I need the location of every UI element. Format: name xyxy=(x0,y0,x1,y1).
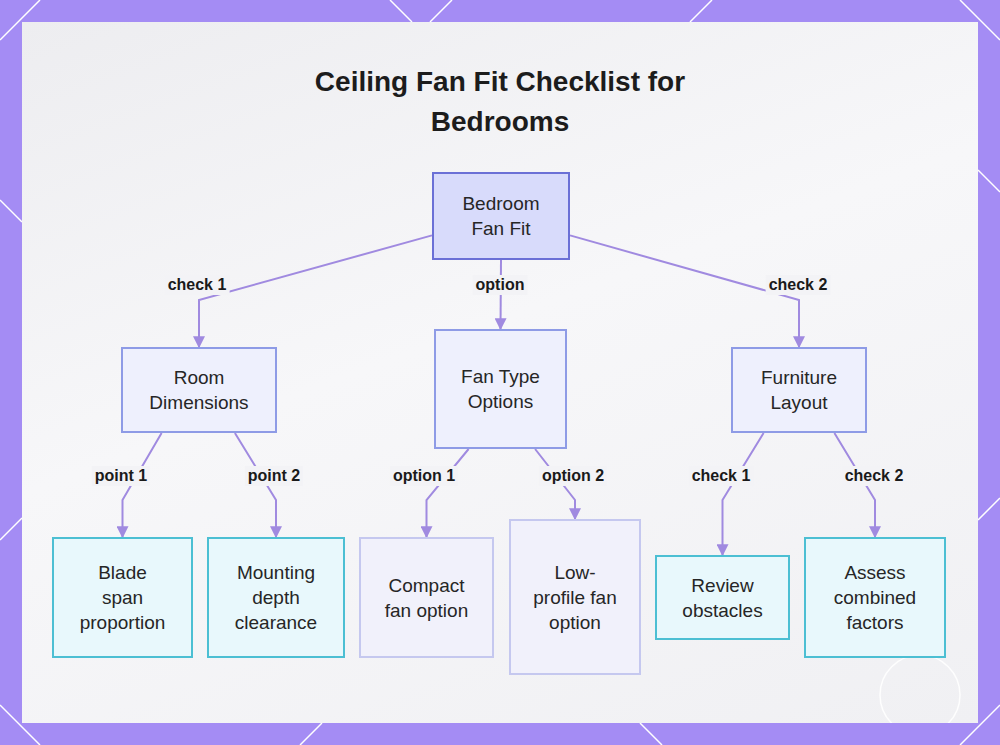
option-box: Low-profile fan option xyxy=(509,519,641,675)
edge-label: option 1 xyxy=(390,466,458,486)
edge-label: check 1 xyxy=(165,275,230,295)
text-holder: Bedroom Fan Fit xyxy=(451,191,551,241)
text-holder: Blade span proportion xyxy=(77,560,169,635)
connector xyxy=(723,433,764,555)
frame-line xyxy=(690,0,712,22)
connector xyxy=(570,235,799,347)
edge-label: check 2 xyxy=(842,466,907,486)
edge-label: check 2 xyxy=(766,275,831,295)
frame-line xyxy=(978,170,1000,192)
category-box: Furniture Layout xyxy=(731,347,867,433)
text-holder: Furniture Layout xyxy=(749,365,849,415)
watermark-circle xyxy=(880,655,960,723)
node-text: Low-profile fan option xyxy=(529,560,621,635)
check-box: Review obstacles xyxy=(655,555,790,640)
check-box: Blade span proportion xyxy=(52,537,193,658)
node-text: Mounting depth clearance xyxy=(221,560,331,635)
text-holder: Assess combined factors xyxy=(820,560,930,635)
text-holder: Room Dimensions xyxy=(139,365,259,415)
edge-label: option xyxy=(473,275,528,295)
frame-line xyxy=(430,0,452,22)
option-box: Compact fan option xyxy=(359,537,494,658)
node-text: Bedroom Fan Fit xyxy=(451,191,551,241)
node-text: Compact fan option xyxy=(377,573,477,623)
category-box: Room Dimensions xyxy=(121,347,277,433)
frame-line xyxy=(300,723,322,745)
frame-line xyxy=(978,498,1000,520)
root-box: Bedroom Fan Fit xyxy=(432,172,570,260)
frame-line xyxy=(0,518,22,540)
text-holder: Review obstacles xyxy=(668,573,778,623)
node-text: Fan Type Options xyxy=(446,364,556,414)
check-box: Mounting depth clearance xyxy=(207,537,345,658)
check-box: Assess combined factors xyxy=(804,537,946,658)
node-text: Assess combined factors xyxy=(820,560,930,635)
frame-line xyxy=(390,0,412,22)
frame-line xyxy=(0,200,22,222)
edge-label: point 1 xyxy=(92,466,150,486)
text-holder: Fan Type Options xyxy=(446,364,556,414)
connector xyxy=(427,449,469,537)
node-text: Blade span proportion xyxy=(77,560,169,635)
frame-line xyxy=(640,723,662,745)
node-text: Review obstacles xyxy=(668,573,778,623)
connector xyxy=(199,235,432,347)
text-holder: Mounting depth clearance xyxy=(221,560,331,635)
diagram-title: Ceiling Fan Fit Checklist for Bedrooms xyxy=(280,62,720,142)
node-text: Room Dimensions xyxy=(139,365,259,415)
text-holder: Compact fan option xyxy=(377,573,477,623)
node-text: Furniture Layout xyxy=(749,365,849,415)
edge-label: check 1 xyxy=(689,466,754,486)
text-holder: Low-profile fan option xyxy=(529,560,621,635)
edge-label: option 2 xyxy=(539,466,607,486)
category-box: Fan Type Options xyxy=(434,329,567,449)
edge-label: point 2 xyxy=(245,466,303,486)
